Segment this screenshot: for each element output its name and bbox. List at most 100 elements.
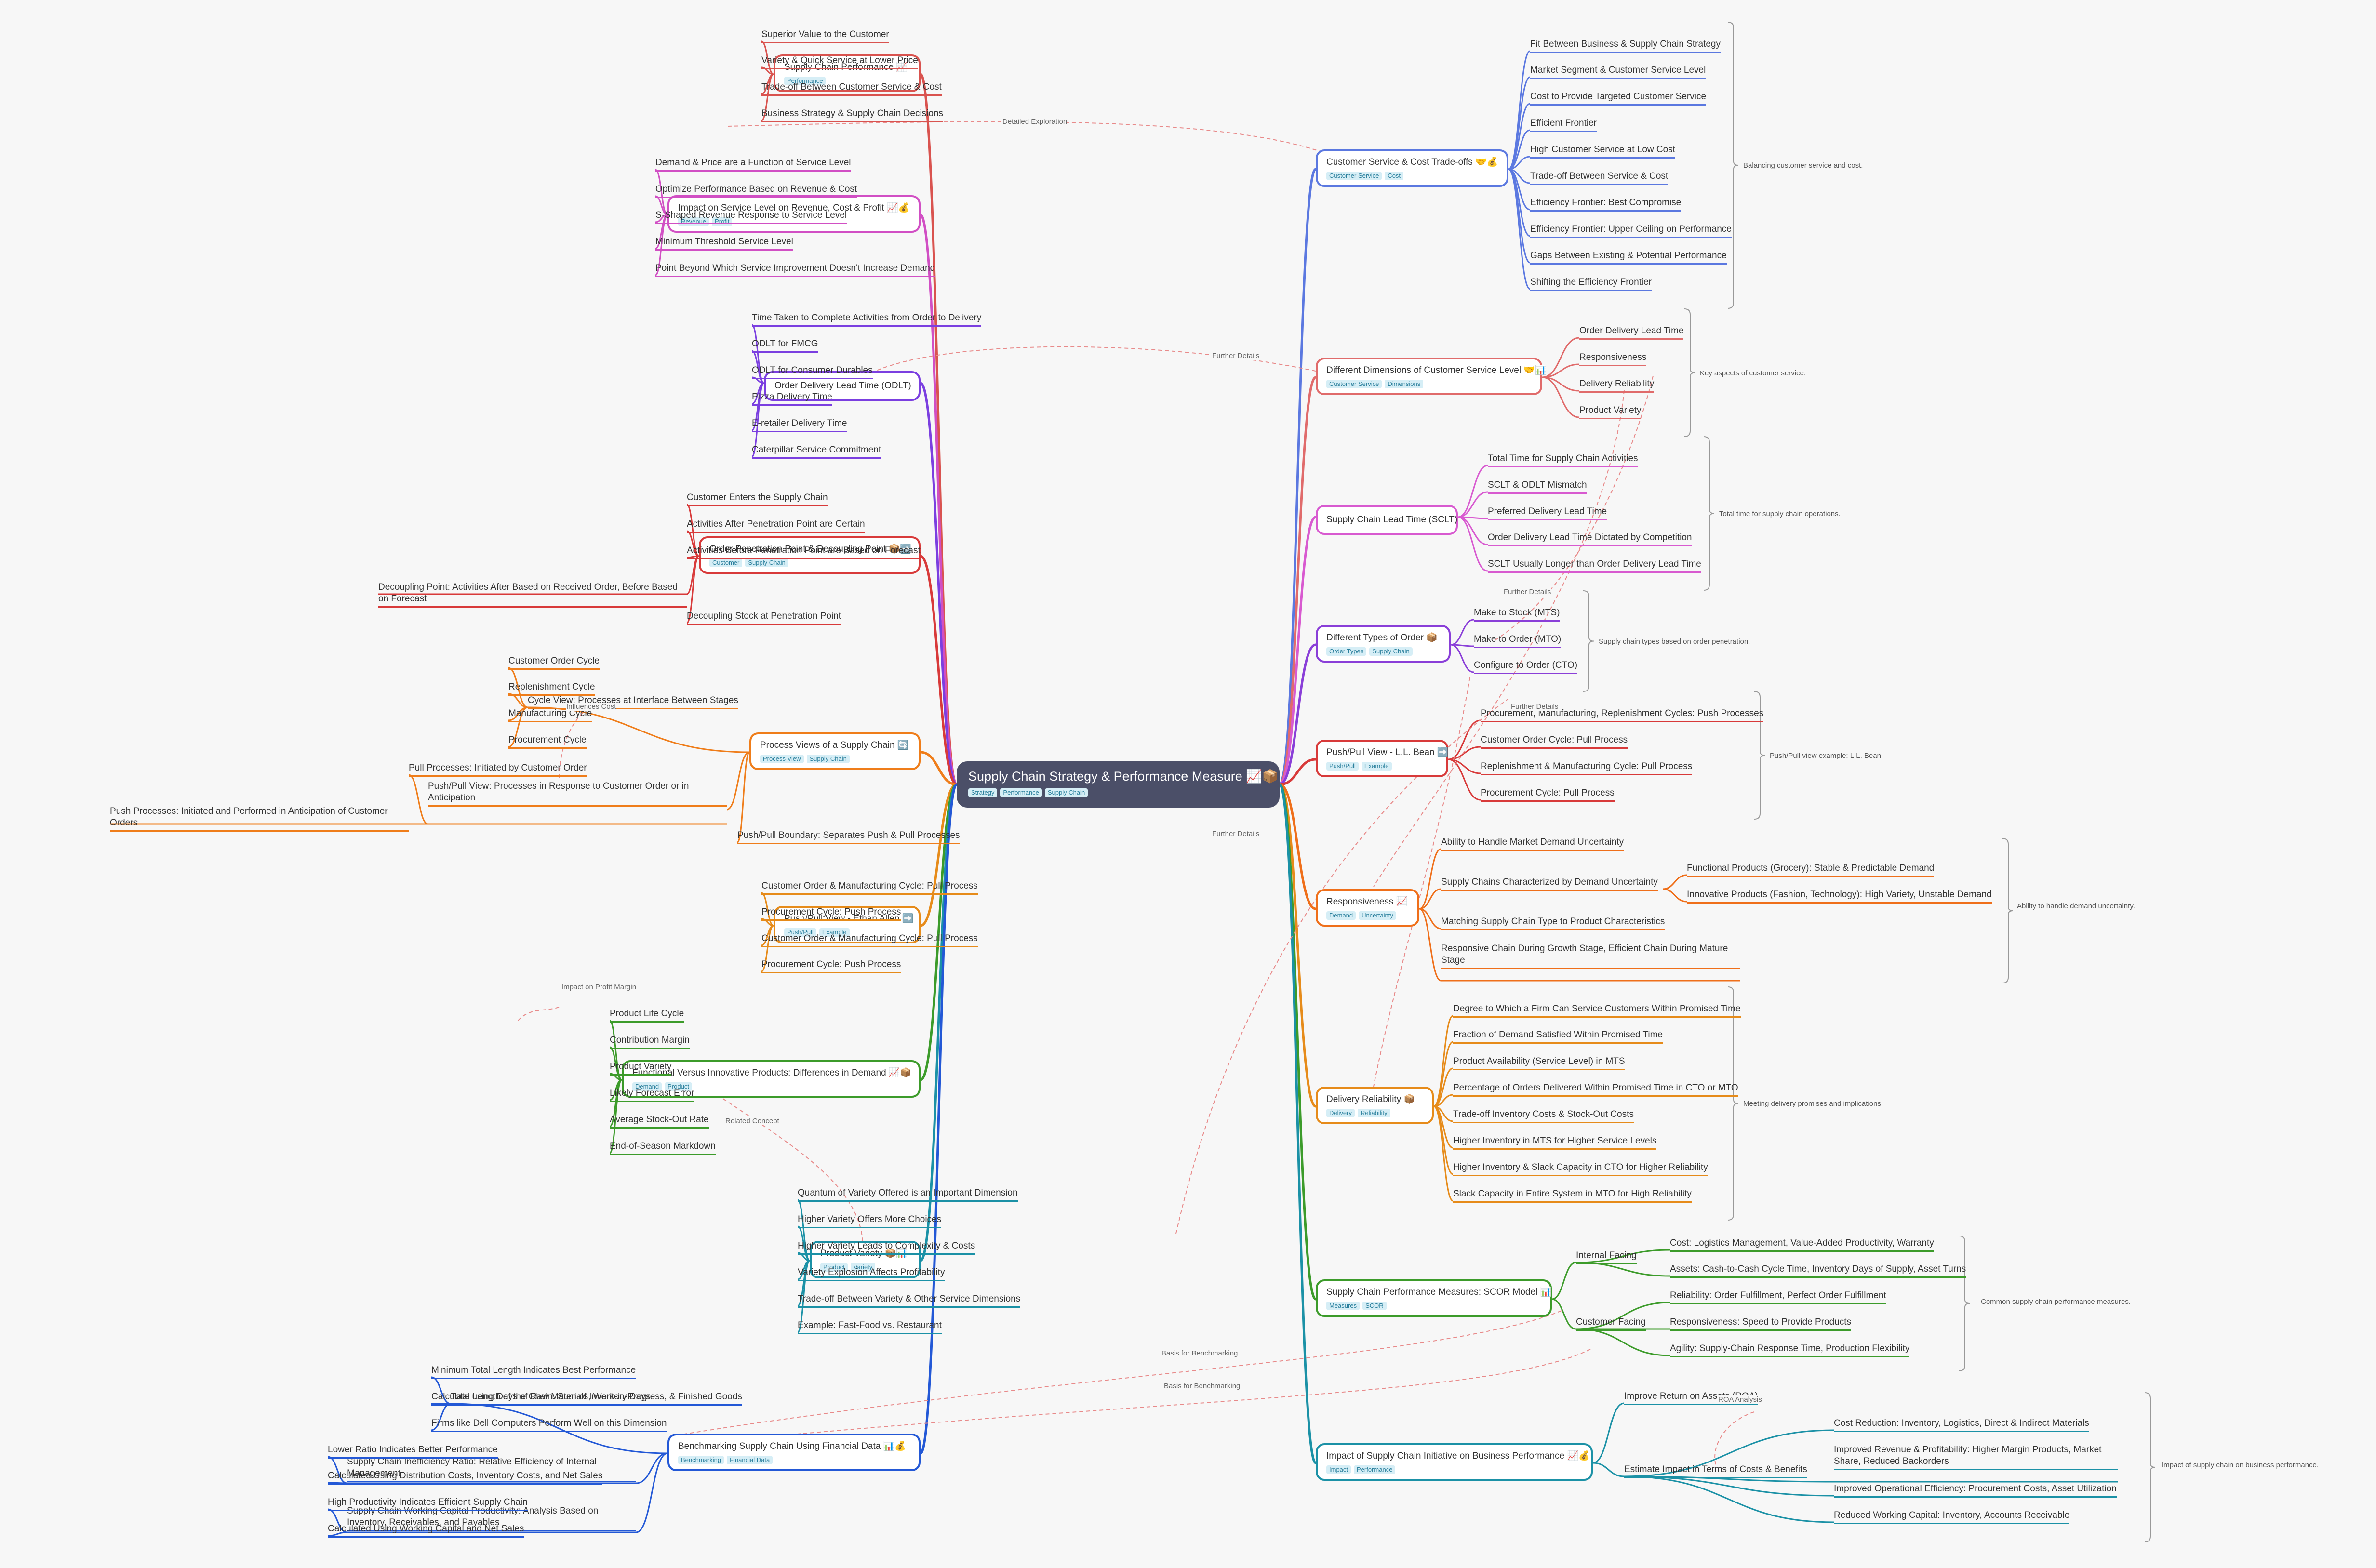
leaf-topic[interactable]: Procurement Cycle: Pull Process <box>1481 787 1615 802</box>
leaf-topic[interactable]: Optimize Performance Based on Revenue & … <box>655 184 857 198</box>
leaf-topic[interactable]: Higher Inventory & Slack Capacity in CTO… <box>1453 1162 1708 1176</box>
leaf-topic[interactable]: Procurement, Manufacturing, Replenishmen… <box>1481 708 1764 722</box>
leaf-topic[interactable]: Make to Order (MTO) <box>1474 634 1562 648</box>
leaf-topic[interactable]: Functional Products (Grocery): Stable & … <box>1687 863 1935 877</box>
leaf-topic[interactable]: Order Delivery Lead Time Dictated by Com… <box>1488 532 1692 546</box>
leaf-topic[interactable]: Reduced Working Capital: Inventory, Acco… <box>1834 1510 2070 1524</box>
leaf-topic[interactable]: Calculated Using Distribution Costs, Inv… <box>328 1470 603 1485</box>
branch-scp[interactable]: Supply Chain Performance 📈Performance <box>774 54 921 92</box>
leaf-topic[interactable]: Efficiency Frontier: Best Compromise <box>1530 197 1682 212</box>
branch-impact[interactable]: Impact on Service Level on Revenue, Cost… <box>667 195 921 233</box>
branch-scor[interactable]: Supply Chain Performance Measures: SCOR … <box>1316 1279 1552 1317</box>
leaf-topic[interactable]: SCLT & ODLT Mismatch <box>1488 479 1587 494</box>
leaf-topic[interactable]: Improved Revenue & Profitability: Higher… <box>1834 1444 2118 1470</box>
leaf-topic[interactable]: Decoupling Stock at Penetration Point <box>687 611 841 625</box>
leaf-topic[interactable]: Customer Order Cycle <box>508 655 600 670</box>
leaf-topic[interactable]: Cost to Provide Targeted Customer Servic… <box>1530 91 1707 106</box>
branch-cst[interactable]: Customer Service & Cost Trade-offs 🤝💰Cus… <box>1316 149 1508 187</box>
leaf-topic[interactable]: Replenishment Cycle <box>508 681 595 696</box>
leaf-topic[interactable]: Calculated Using Working Capital and Net… <box>328 1523 524 1538</box>
leaf-topic[interactable]: Business Strategy & Supply Chain Decisio… <box>761 108 944 122</box>
leaf-topic[interactable]: Trade-off Between Service & Cost <box>1530 171 1669 185</box>
leaf-topic[interactable]: Assets: Cash-to-Cash Cycle Time, Invento… <box>1670 1263 1966 1278</box>
leaf-topic[interactable]: Customer Order Cycle: Pull Process <box>1481 734 1628 749</box>
leaf-topic[interactable]: SCLT Usually Longer than Order Delivery … <box>1488 558 1701 573</box>
leaf-topic[interactable]: Slack Capacity in Entire System in MTO f… <box>1453 1188 1692 1203</box>
leaf-topic[interactable]: Quantum of Variety Offered is an Importa… <box>798 1187 1018 1202</box>
leaf-topic[interactable]: Supply Chains Characterized by Demand Un… <box>1441 877 1658 891</box>
leaf-topic[interactable]: Decoupling Point: Activities After Based… <box>378 582 687 608</box>
leaf-topic[interactable]: Total Time for Supply Chain Activities <box>1488 453 1638 467</box>
leaf-topic[interactable]: Make to Stock (MTS) <box>1474 607 1560 622</box>
leaf-topic[interactable]: Time Taken to Complete Activities from O… <box>752 312 982 327</box>
leaf-topic[interactable]: Procurement Cycle <box>508 734 587 749</box>
leaf-topic[interactable]: Cost: Logistics Management, Value-Added … <box>1670 1237 1934 1252</box>
leaf-topic[interactable]: High Customer Service at Low Cost <box>1530 144 1675 159</box>
branch-odlt[interactable]: Order Delivery Lead Time (ODLT) <box>764 371 921 401</box>
sub-topic[interactable]: Push/Pull View: Processes in Response to… <box>428 781 727 807</box>
leaf-topic[interactable]: Degree to Which a Firm Can Service Custo… <box>1453 1003 1741 1018</box>
leaf-topic[interactable]: End-of-Season Markdown <box>610 1141 716 1155</box>
leaf-topic[interactable]: S-Shaped Revenue Response to Service Lev… <box>655 210 847 224</box>
branch-opp[interactable]: Order Penetration Point & Decoupling Poi… <box>699 536 921 574</box>
leaf-topic[interactable]: Fit Between Business & Supply Chain Stra… <box>1530 39 1721 53</box>
leaf-topic[interactable]: Activities Before Penetration Point are … <box>687 545 921 559</box>
leaf-topic[interactable]: Customer Enters the Supply Chain <box>687 492 828 506</box>
leaf-topic[interactable]: Procurement Cycle: Push Process <box>761 906 901 921</box>
leaf-topic[interactable]: Higher Variety Offers More Choices <box>798 1214 942 1228</box>
leaf-topic[interactable]: Push Processes: Initiated and Performed … <box>110 806 409 832</box>
leaf-topic[interactable]: Higher Inventory in MTS for Higher Servi… <box>1453 1135 1657 1150</box>
leaf-topic[interactable]: Trade-off Inventory Costs & Stock-Out Co… <box>1453 1109 1634 1123</box>
branch-sclt[interactable]: Supply Chain Lead Time (SCLT) <box>1316 505 1458 535</box>
leaf-topic[interactable]: E-retailer Delivery Time <box>752 418 847 432</box>
leaf-topic[interactable]: Gaps Between Existing & Potential Perfor… <box>1530 250 1727 265</box>
leaf-topic[interactable]: Manufacturing Cycle <box>508 708 592 722</box>
leaf-topic[interactable]: Trade-off Between Variety & Other Servic… <box>798 1293 1021 1308</box>
leaf-topic[interactable]: Market Segment & Customer Service Level <box>1530 65 1706 79</box>
leaf-topic[interactable]: Replenishment & Manufacturing Cycle: Pul… <box>1481 761 1693 775</box>
leaf-topic[interactable]: Likely Forecast Error <box>610 1088 694 1102</box>
leaf-topic[interactable]: Preferred Delivery Lead Time <box>1488 506 1607 520</box>
leaf-topic[interactable]: Ability to Handle Market Demand Uncertai… <box>1441 837 1624 851</box>
leaf-topic[interactable]: Example: Fast-Food vs. Restaurant <box>798 1320 942 1334</box>
leaf-topic[interactable]: Delivery Reliability <box>1579 378 1655 393</box>
sub-topic[interactable]: Push/Pull Boundary: Separates Push & Pul… <box>737 830 960 844</box>
leaf-topic[interactable]: Innovative Products (Fashion, Technology… <box>1687 889 1992 904</box>
leaf-topic[interactable]: Minimum Threshold Service Level <box>655 236 793 251</box>
leaf-topic[interactable]: Customer Order & Manufacturing Cycle: Pu… <box>761 880 978 895</box>
sub-topic[interactable]: Customer Facing <box>1576 1316 1646 1331</box>
branch-ea[interactable]: Push/Pull View - Ethan Allen ➡️Push/Pull… <box>774 906 921 943</box>
sub-topic[interactable]: Cycle View: Processes at Interface Betwe… <box>528 695 738 709</box>
root-node[interactable]: Supply Chain Strategy & Performance Meas… <box>957 761 1280 808</box>
leaf-topic[interactable]: Customer Order & Manufacturing Cycle: Pu… <box>761 933 978 947</box>
leaf-topic[interactable]: Superior Value to the Customer <box>761 29 889 43</box>
leaf-topic[interactable]: Activities After Penetration Point are C… <box>687 518 865 533</box>
leaf-topic[interactable]: Pizza Delivery Time <box>752 391 832 406</box>
leaf-topic[interactable]: Variety Explosion Affects Profitability <box>798 1267 945 1281</box>
leaf-topic[interactable]: Minimum Total Length Indicates Best Perf… <box>431 1365 636 1379</box>
sub-topic[interactable]: Estimate Impact in Terms of Costs & Bene… <box>1624 1464 1807 1478</box>
leaf-topic[interactable]: Average Stock-Out Rate <box>610 1114 709 1129</box>
leaf-topic[interactable]: Improved Operational Efficiency: Procure… <box>1834 1483 2117 1498</box>
leaf-topic[interactable]: Product Variety <box>1579 405 1642 419</box>
leaf-topic[interactable]: Trade-off Between Customer Service & Cos… <box>761 81 942 96</box>
sub-topic[interactable]: Supply Chain Inefficiency Ratio: Relativ… <box>347 1456 636 1482</box>
branch-imp2[interactable]: Impact of Supply Chain Initiative on Bus… <box>1316 1443 1593 1481</box>
leaf-topic[interactable]: Matching Supply Chain Type to Product Ch… <box>1441 916 1665 930</box>
leaf-topic[interactable]: Percentage of Orders Delivered Within Pr… <box>1453 1082 1738 1097</box>
branch-fvi[interactable]: Functional Versus Innovative Products: D… <box>622 1060 921 1098</box>
leaf-topic[interactable]: Product Life Cycle <box>610 1008 684 1023</box>
leaf-topic[interactable]: Higher Variety Leads to Complexity & Cos… <box>798 1240 975 1255</box>
leaf-topic[interactable]: Responsiveness: Speed to Provide Product… <box>1670 1316 1851 1331</box>
leaf-topic[interactable]: Procurement Cycle: Push Process <box>761 959 901 973</box>
leaf-topic[interactable]: Point Beyond Which Service Improvement D… <box>655 263 935 277</box>
leaf-topic[interactable]: Variety & Quick Service at Lower Price <box>761 55 918 69</box>
leaf-topic[interactable]: Configure to Order (CTO) <box>1474 660 1578 674</box>
leaf-topic[interactable]: ODLT for Consumer Durables <box>752 365 873 379</box>
leaf-topic[interactable]: Shifting the Efficiency Frontier <box>1530 277 1652 291</box>
